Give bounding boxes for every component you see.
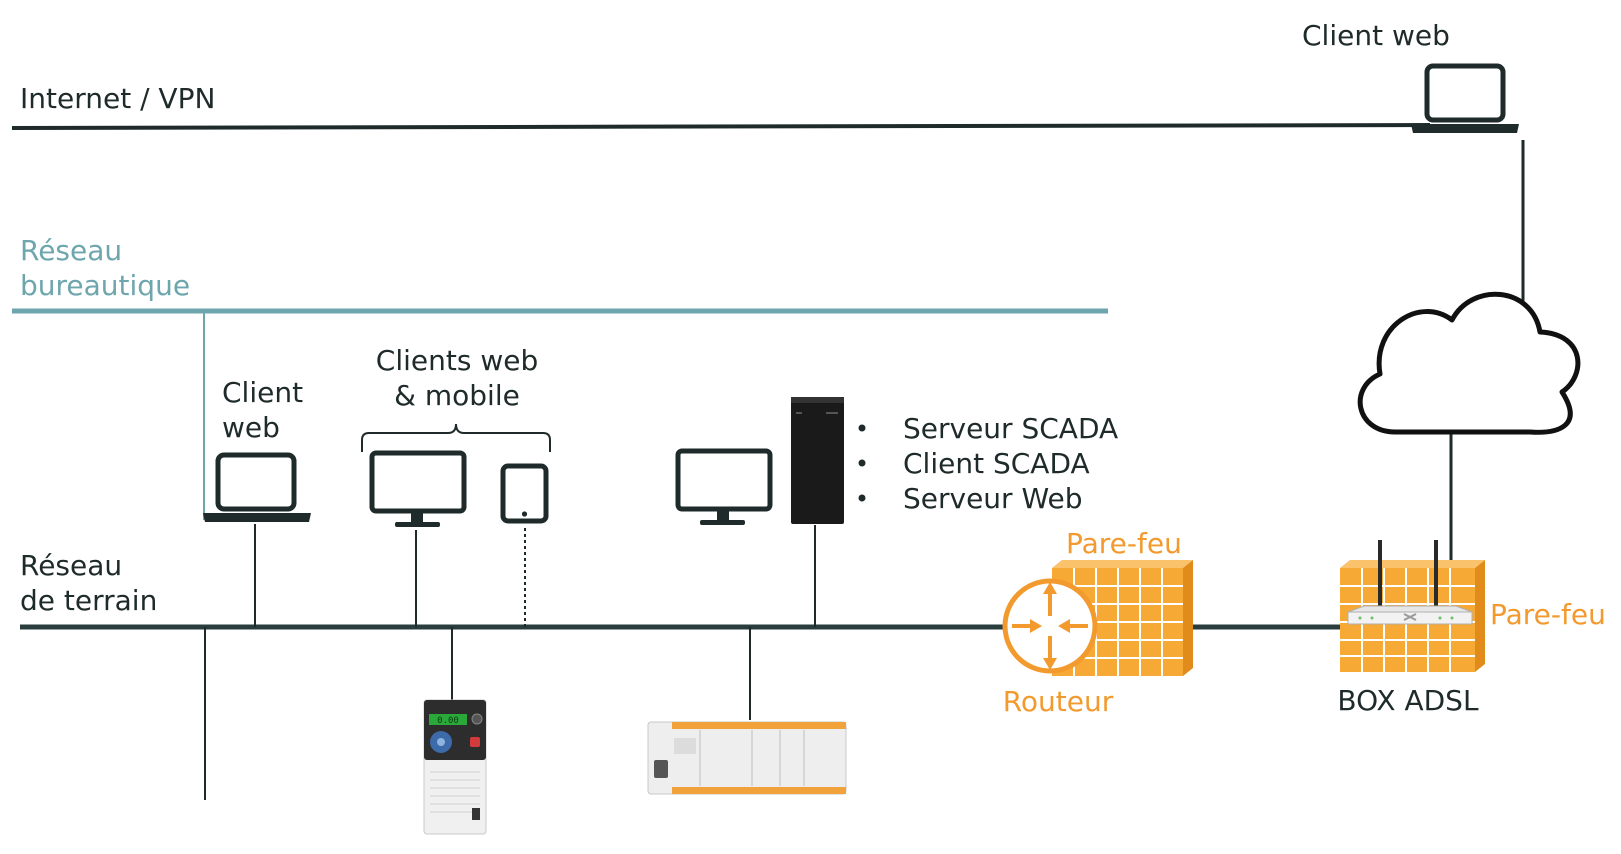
tablet-icon [500,463,549,524]
internet-vpn-label: Internet / VPN [20,82,215,115]
scada-roles-list: Serveur SCADA Client SCADA Serveur Web [858,412,1118,515]
list-bullet [858,494,866,502]
drive-icon: 0.00 [423,699,487,835]
office-client-label-2: web [222,411,280,444]
office-client-label-1: Client [222,376,303,409]
list-bullet [858,424,866,432]
remote-client-label: Client web [1302,19,1450,52]
field-network-label-1: Réseau [20,549,122,582]
mobile-clients-label-1: Clients web [376,344,538,377]
laptop-icon [203,452,311,522]
list-item: Serveur SCADA [903,412,1118,445]
cloud-icon [1357,291,1581,435]
server-tower-icon [791,397,844,524]
router-icon [1002,578,1098,674]
laptop-icon [1411,63,1519,133]
office-network-label-2: bureautique [20,269,190,302]
mobile-clients-label-2: & mobile [394,379,520,412]
wifi-router-icon [1347,540,1473,625]
monitor-icon [369,450,467,527]
monitor-icon [675,448,773,525]
router-label: Routeur [1003,685,1114,718]
list-bullet [858,459,866,467]
firewall-label: Pare-feu [1066,527,1182,560]
adsl-box-label: BOX ADSL [1337,684,1479,717]
adsl-firewall-label: Pare-feu [1490,598,1606,631]
plc-icon [647,721,847,795]
office-network-label-1: Réseau [20,234,122,267]
drive-readout: 0.00 [437,716,459,726]
list-item: Client SCADA [903,447,1090,480]
mobile-clients-bracket [361,423,551,452]
field-network-label-2: de terrain [20,584,157,617]
list-item: Serveur Web [903,482,1083,515]
internet-vpn-line [11,123,1431,130]
